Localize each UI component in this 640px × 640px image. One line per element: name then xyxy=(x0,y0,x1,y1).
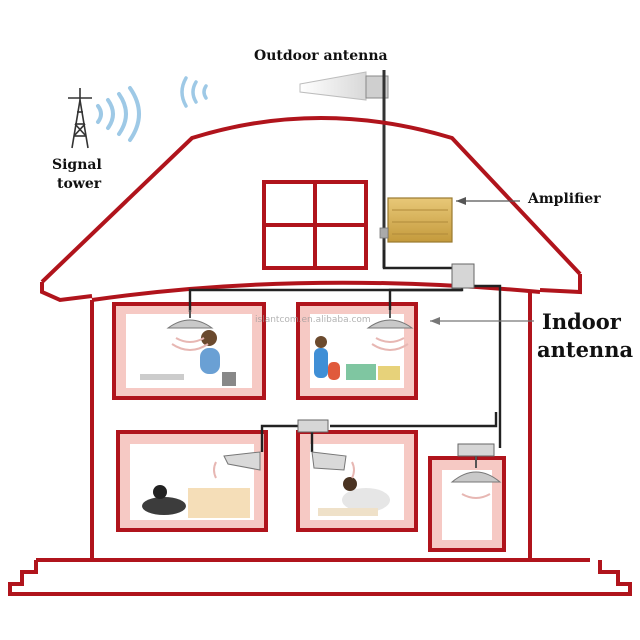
ceiling-antenna-icon xyxy=(366,310,414,351)
splitter-icon xyxy=(297,263,495,457)
amplifier-pointer-arrowhead xyxy=(456,197,466,205)
room-bottom-left xyxy=(116,430,268,532)
signal-tower-label-line2: tower xyxy=(57,176,102,192)
room-bottom-right xyxy=(428,456,506,552)
ceiling-antenna-icon xyxy=(213,451,261,479)
signal-wave-icon xyxy=(96,86,141,142)
amplifier-icon xyxy=(379,197,453,243)
outdoor-antenna-icon xyxy=(299,70,389,268)
signal-tower-label-line1: Signal xyxy=(52,157,102,173)
watermark: islantcom.en.alibaba.com xyxy=(255,315,371,325)
attic-window xyxy=(262,180,368,270)
indoor-antenna-pointer-arrowhead xyxy=(430,317,440,325)
room-top-left xyxy=(112,302,266,400)
room-bottom-middle xyxy=(296,430,418,532)
house-foundation xyxy=(8,558,632,596)
outdoor-antenna-label: Outdoor antenna xyxy=(254,48,388,64)
signal-tower-icon xyxy=(68,88,92,149)
ceiling-antenna-icon xyxy=(450,456,502,499)
indoor-antenna-label-line2: antenna xyxy=(537,337,634,362)
room-top-middle xyxy=(296,302,418,400)
ceiling-antenna-icon xyxy=(311,451,355,479)
amplifier-label: Amplifier xyxy=(528,191,601,207)
house-roof xyxy=(40,116,582,303)
signal-wave-icon xyxy=(180,76,208,108)
indoor-antenna-label-line1: Indoor xyxy=(542,309,621,334)
ceiling-antenna-icon xyxy=(166,310,214,351)
